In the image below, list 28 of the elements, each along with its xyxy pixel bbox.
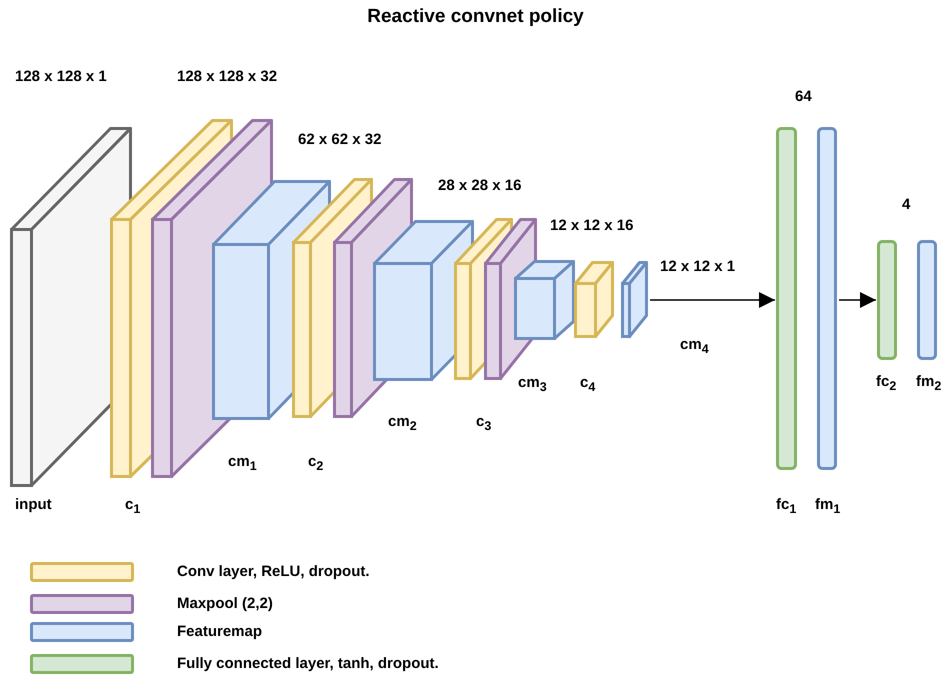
layer-label: cm$_{4}$ <box>680 336 709 356</box>
layer-label: c$_{1}$ <box>125 496 140 516</box>
layer-label: fc$_{1}$ <box>776 496 796 516</box>
layer-label: cm$_{1}$ <box>228 453 257 473</box>
layer-label: c$_{4}$ <box>580 374 596 394</box>
layer-label: fc$_{2}$ <box>876 373 896 393</box>
dimension-label: 4 <box>902 196 910 213</box>
layer-label: cm$_{2}$ <box>388 413 417 433</box>
dimension-label: 28 x 28 x 16 <box>438 177 522 194</box>
layer-label: c$_{3}$ <box>476 413 492 433</box>
legend-text: Fully connected layer, tanh, dropout. <box>177 655 439 672</box>
dimension-label: 128 x 128 x 32 <box>177 68 278 85</box>
dimension-label: 64 <box>795 88 812 105</box>
layer-label: fm$_{2}$ <box>916 373 942 393</box>
arrow <box>650 292 775 308</box>
legend-text: Maxpool (2,2) <box>177 595 273 612</box>
legend-text: Conv layer, ReLU, dropout. <box>177 563 370 580</box>
dimension-label: 12 x 12 x 16 <box>550 217 634 234</box>
layer-label: cm$_{3}$ <box>518 374 547 394</box>
dimension-label: 12 x 12 x 1 <box>660 258 736 275</box>
diagram-title: Reactive convnet policy <box>366 6 585 28</box>
arrow <box>839 292 876 308</box>
layer-label: fm$_{1}$ <box>815 496 840 516</box>
layer-label: c$_{2}$ <box>308 453 324 473</box>
legend-text: Featuremap <box>177 623 262 640</box>
dimension-label: 62 x 62 x 32 <box>298 131 382 148</box>
dimension-label: 128 x 128 x 1 <box>15 68 107 85</box>
layer-label: input <box>15 496 52 513</box>
